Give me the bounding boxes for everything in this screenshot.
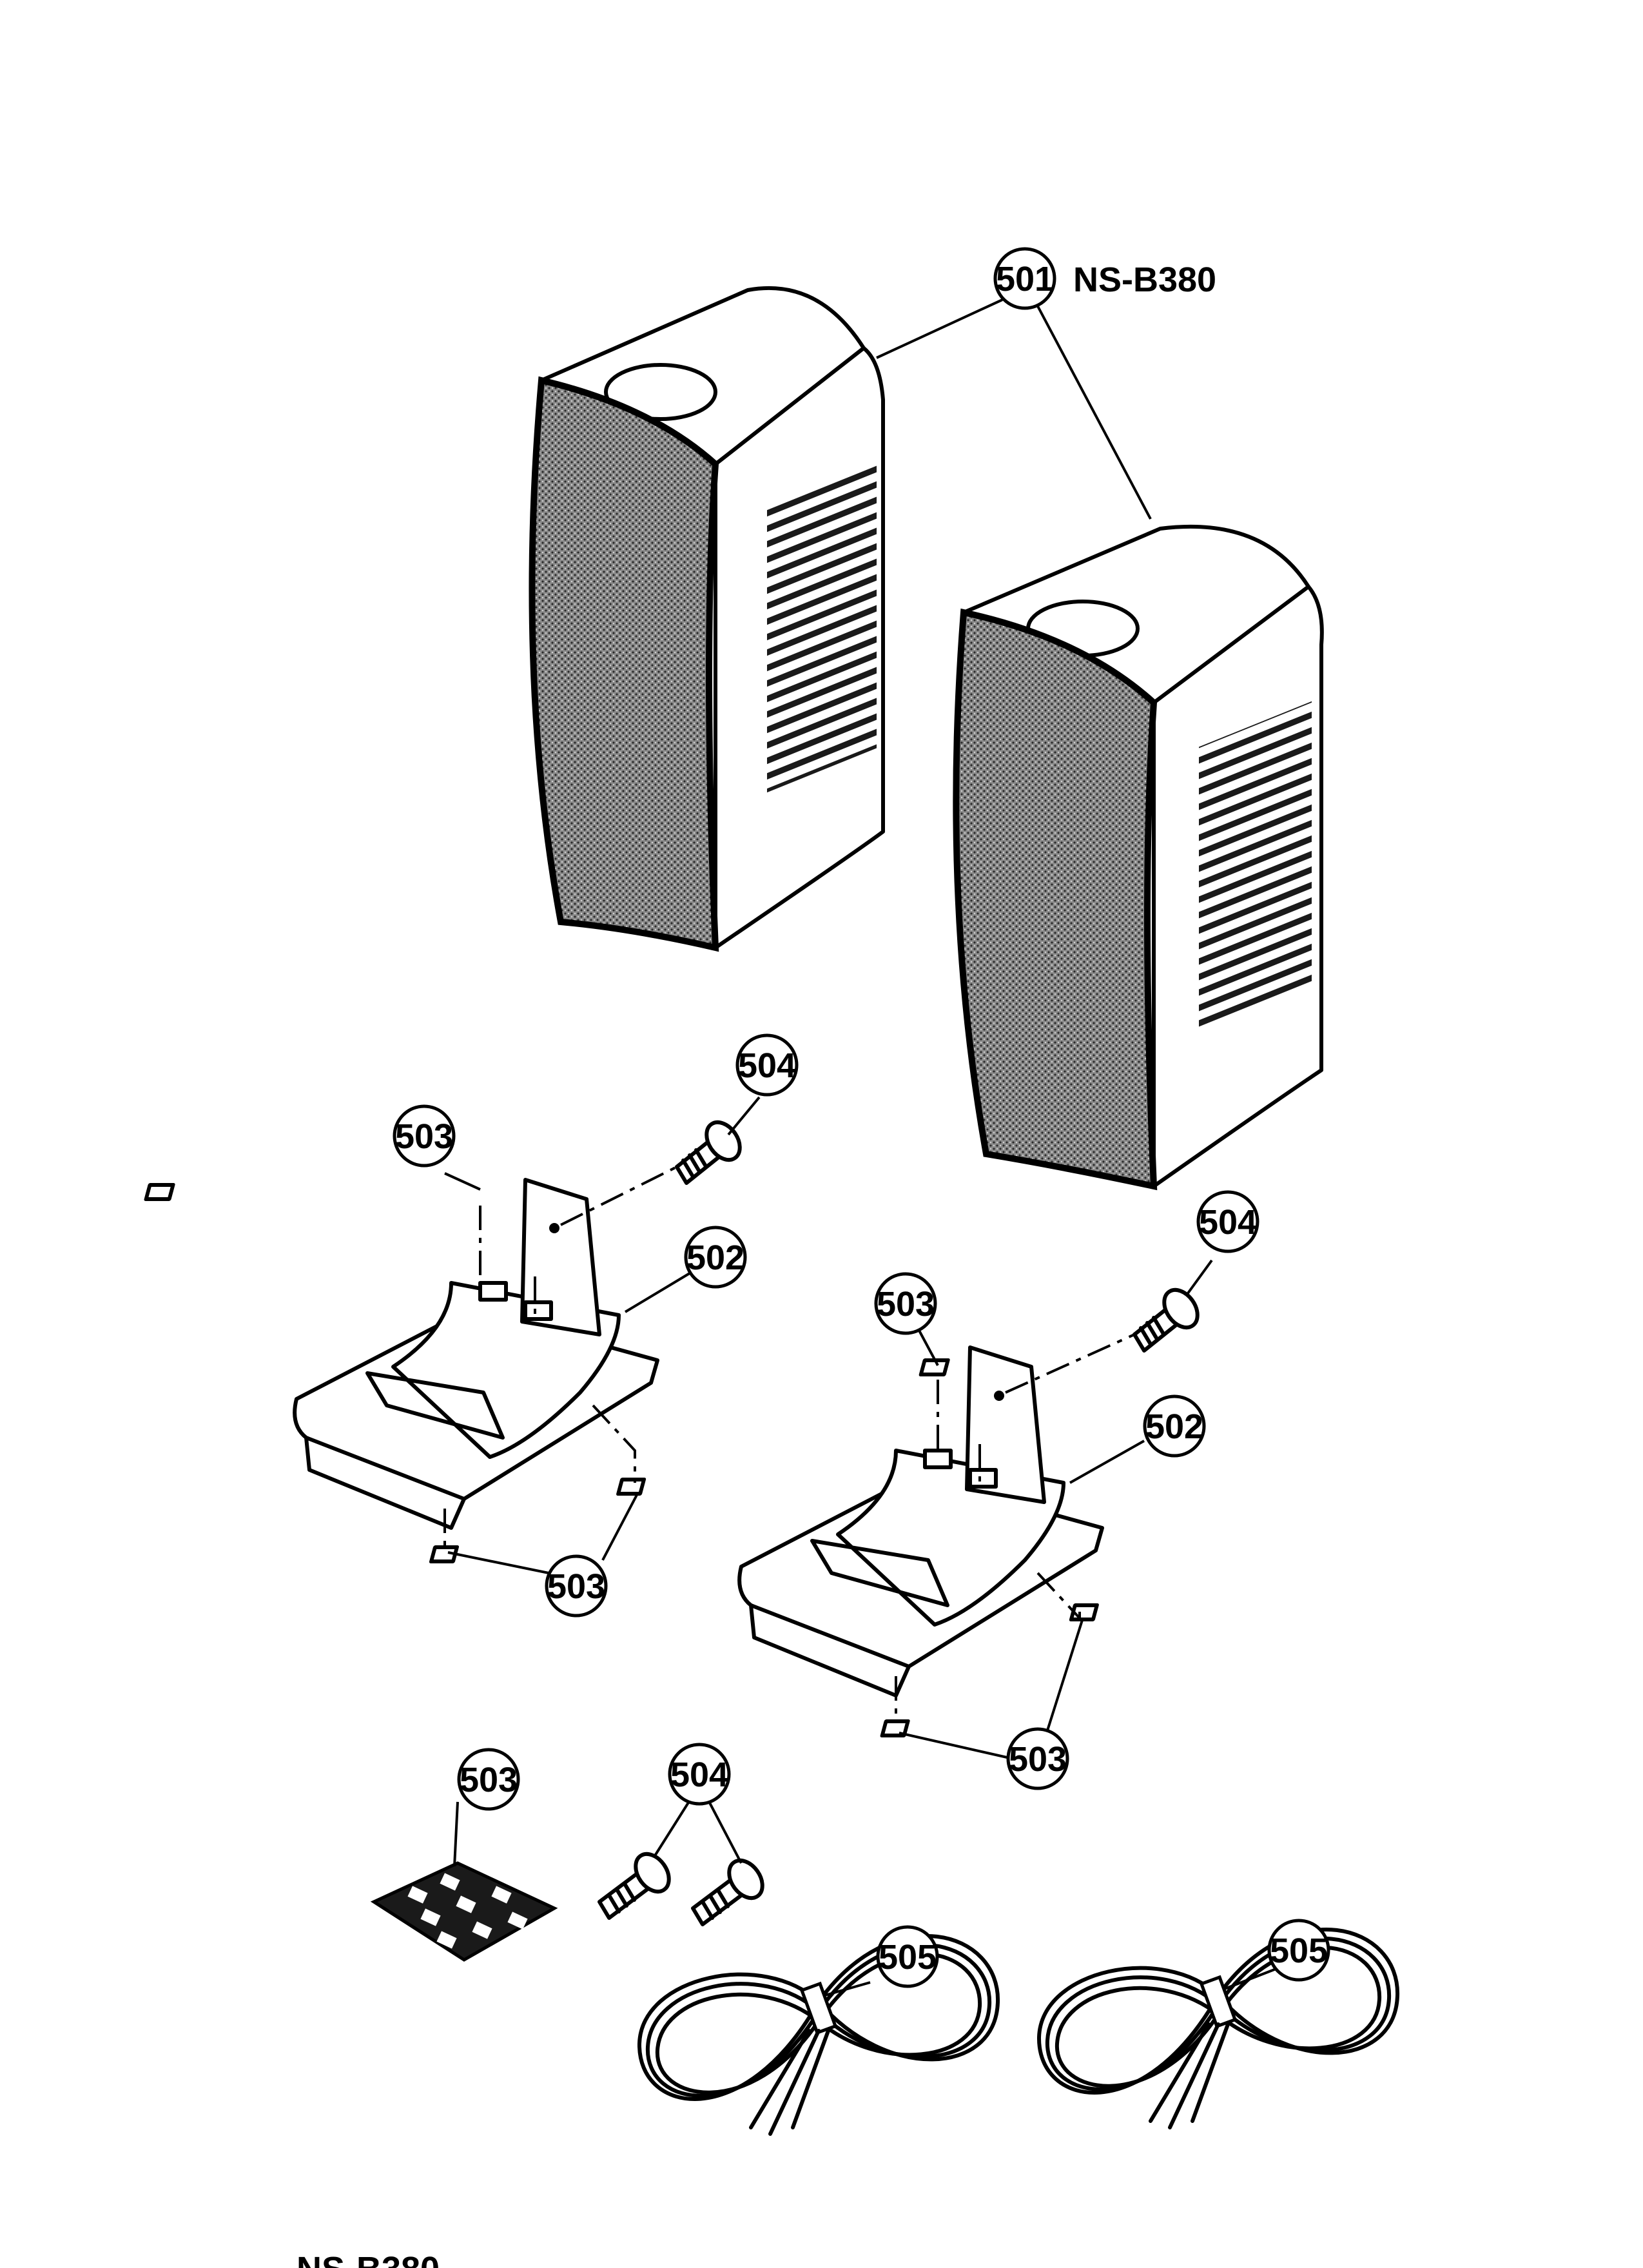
part-label-502: 502: [686, 1238, 744, 1277]
part-label-501: 501: [996, 260, 1054, 298]
speaker-right: [953, 524, 1324, 1191]
callout-504-stand-right: 504: [1196, 1190, 1259, 1253]
screw-stand-left: [675, 1120, 742, 1185]
part-label-504: 504: [670, 1755, 728, 1794]
model-name: NS-B380: [1073, 260, 1216, 299]
cord-left: [637, 1933, 1000, 2136]
part-label-504: 504: [738, 1046, 796, 1085]
part-label-505: 505: [1270, 1931, 1328, 1970]
part-label-503: 503: [1009, 1740, 1067, 1779]
footer-model-name: NS-B380: [297, 2250, 440, 2268]
callout-502-stand-right: 502: [1143, 1394, 1206, 1458]
callout-505-right: 505: [1267, 1919, 1330, 1982]
callout-504-loose: 504: [668, 1743, 731, 1806]
part-label-503: 503: [877, 1285, 935, 1324]
part-label-503: 503: [395, 1117, 453, 1156]
callout-504-stand-left: 504: [735, 1033, 799, 1097]
part-label-504: 504: [1199, 1203, 1257, 1242]
callout-503-stand-left-bottom: 503: [545, 1554, 608, 1618]
stand-left: [144, 1166, 677, 1563]
pad-sheet: [370, 1861, 558, 1962]
part-label-505: 505: [879, 1938, 937, 1977]
callout-505-left: 505: [876, 1925, 939, 1988]
callout-503-loose: 503: [457, 1748, 520, 1811]
callout-501: 501: [993, 247, 1056, 310]
speaker-left: [529, 286, 885, 952]
callout-503-stand-right-bottom: 503: [1006, 1727, 1069, 1790]
screw-stand-right: [1133, 1287, 1200, 1353]
callout-503-stand-right-top: 503: [874, 1272, 937, 1335]
stand-right: [737, 1333, 1135, 1737]
cord-right: [1036, 1927, 1400, 2129]
callout-502-stand-left: 502: [684, 1226, 747, 1289]
part-label-502: 502: [1145, 1407, 1203, 1446]
callout-503-stand-left-top: 503: [393, 1104, 456, 1168]
screw-pair: [598, 1852, 764, 1926]
part-label-503: 503: [547, 1567, 605, 1606]
part-label-503: 503: [460, 1761, 518, 1799]
